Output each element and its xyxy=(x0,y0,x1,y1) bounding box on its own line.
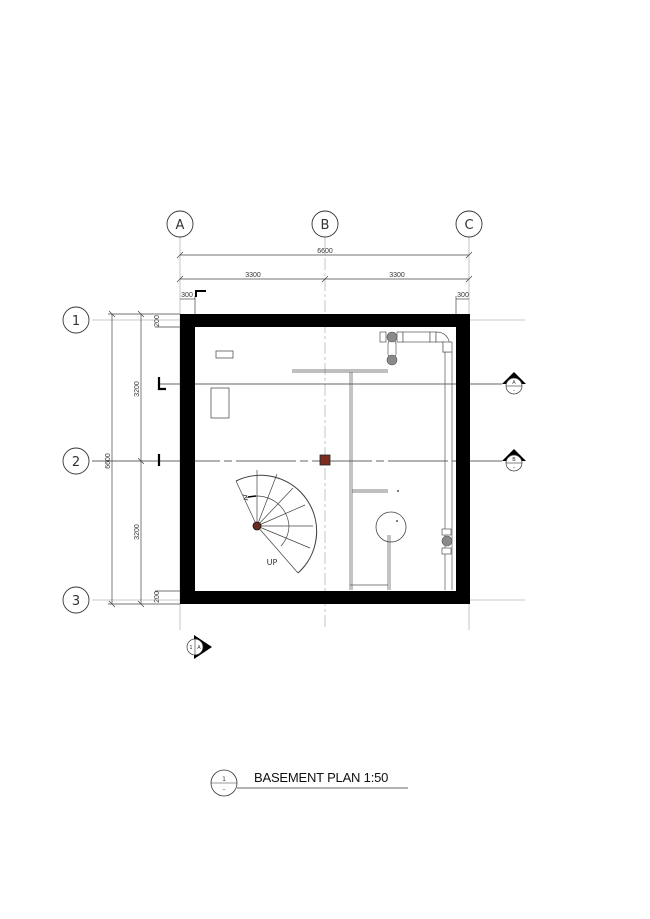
section-marker-b: B – xyxy=(502,449,526,472)
stair-up-label: UP xyxy=(267,558,278,567)
section-b-sheet: – xyxy=(513,465,516,471)
elevation-sheet: A xyxy=(197,645,201,651)
grid-bubble-a: A xyxy=(166,210,194,238)
view-tag-number: 1 xyxy=(222,776,226,783)
drawing-title: BASEMENT PLAN 1:50 xyxy=(254,770,388,785)
pipe-riser-1 xyxy=(386,331,398,343)
grid-label-2: 2 xyxy=(72,455,80,470)
spiral-stair xyxy=(235,470,318,574)
dim-left-wall-top: 200 xyxy=(154,315,161,327)
section-marker-a: A – xyxy=(502,372,526,395)
grid-label-3: 3 xyxy=(72,594,80,609)
elevation-number: 1 xyxy=(189,645,192,651)
grid-label-a: A xyxy=(176,218,185,233)
pipe-riser-2 xyxy=(386,354,398,366)
grid-bubble-c: C xyxy=(455,210,483,238)
section-a-label: A xyxy=(512,380,516,386)
section-line-a xyxy=(157,377,502,391)
view-tag-sheet: – xyxy=(223,786,226,793)
section-b-label: B xyxy=(512,457,516,463)
top-dimensions xyxy=(176,251,473,320)
pipe-assembly-right xyxy=(441,528,452,555)
fixture-small xyxy=(215,350,234,359)
dim-left-segment-23: 3200 xyxy=(134,524,141,540)
grid-label-b: B xyxy=(321,218,330,233)
section-cut-tick xyxy=(195,290,206,297)
dim-left-overall: 6600 xyxy=(105,453,112,469)
pipe-dot xyxy=(397,490,399,492)
dim-top-overall: 6600 xyxy=(317,248,333,255)
grid-bubble-3: 3 xyxy=(62,586,90,614)
section-a-sheet: – xyxy=(513,388,516,394)
pipe-riser-3 xyxy=(441,535,453,547)
fixture-cabinet xyxy=(210,387,230,419)
stair-center-post xyxy=(252,521,262,531)
dim-top-segment-ab: 3300 xyxy=(245,272,261,279)
pipe-run-t xyxy=(292,369,391,590)
dim-top-segment-bc: 3300 xyxy=(389,272,405,279)
drawing-title-block: 1 – BASEMENT PLAN 1:50 xyxy=(210,769,408,797)
left-dimensions xyxy=(92,310,180,608)
dim-top-wall-right: 300 xyxy=(457,292,469,299)
dim-left-wall-bottom: 200 xyxy=(154,591,161,603)
dim-left-segment-12: 3200 xyxy=(134,381,141,397)
dim-top-wall-left: 300 xyxy=(181,292,193,299)
tank-dot xyxy=(396,520,398,522)
grid-label-1: 1 xyxy=(72,314,80,329)
round-tank xyxy=(375,511,407,543)
grid-label-c: C xyxy=(464,218,473,233)
elevation-marker: 1 A xyxy=(186,635,212,659)
grid-bubble-1: 1 xyxy=(62,306,90,334)
section-line-b xyxy=(157,454,502,466)
grid-bubble-b: B xyxy=(311,210,339,238)
structural-column xyxy=(319,454,331,466)
grid-bubble-2: 2 xyxy=(62,447,90,475)
